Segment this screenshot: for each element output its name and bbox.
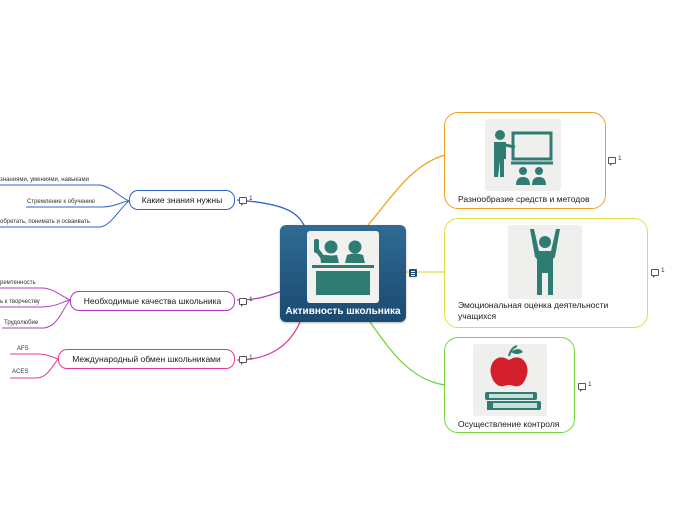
comment-icon <box>239 356 247 365</box>
node-methods-label: Разнообразие средств и методов <box>458 194 590 204</box>
leaf-line-blue-2 <box>26 200 130 208</box>
link-green <box>369 321 446 386</box>
leaf-line-purple-1 <box>0 287 71 301</box>
classroom-icon <box>307 231 379 303</box>
leaf-line-blue-1 <box>0 184 130 202</box>
notes-list-icon[interactable] <box>409 269 417 277</box>
person-arms-raised-icon <box>508 225 582 299</box>
branch-student-qualities[interactable]: Необходимые качества школьника <box>70 291 235 311</box>
comment-marker[interactable]: 1 <box>651 267 671 278</box>
branch-international-exchange[interactable]: Международный обмен школьниками <box>58 349 235 369</box>
leaf-line-magenta-1 <box>10 353 59 360</box>
teacher-board-icon <box>485 119 561 191</box>
link-blue <box>236 199 306 228</box>
leaf-aces[interactable]: ACES <box>12 369 29 375</box>
leaf-line-magenta-2 <box>10 358 59 379</box>
branch-knowledge-needed[interactable]: Какие знания нужны <box>129 190 235 210</box>
leaf-line-blue-3 <box>0 200 130 228</box>
leaf-diligence[interactable]: Трудолюбие <box>4 320 39 326</box>
leaf-acquire-understand[interactable]: обретать, понимать и осваивать <box>0 219 90 225</box>
comment-marker[interactable]: 1 <box>239 296 259 307</box>
leaf-knowledge-skills[interactable]: знаниями, умениями, навыками <box>0 177 89 183</box>
node-methods[interactable]: Разнообразие средств и методов <box>444 112 606 209</box>
comment-icon <box>608 157 616 166</box>
node-control-label: Осуществление контроля <box>458 419 560 429</box>
link-orange <box>367 154 446 226</box>
comment-marker[interactable]: 1 <box>239 354 259 365</box>
leaf-desire-to-learn[interactable]: Стремление к обучению <box>27 199 95 205</box>
leaf-line-purple-2 <box>0 299 71 308</box>
apple-books-icon <box>473 344 547 416</box>
leaf-afs[interactable]: AFS <box>17 346 29 352</box>
central-topic-node[interactable]: Активность школьника <box>280 225 406 322</box>
comment-icon <box>578 383 586 392</box>
comment-icon <box>651 269 659 278</box>
comment-marker[interactable]: 1 <box>578 381 598 392</box>
comment-icon <box>239 197 247 206</box>
node-emotional-evaluation[interactable]: Эмоциональная оценка деятельности учащих… <box>444 218 648 328</box>
node-emotional-evaluation-label: Эмоциональная оценка деятельности учащих… <box>458 300 609 321</box>
central-topic-title: Активность школьника <box>285 306 401 317</box>
comment-marker[interactable]: 1 <box>608 155 628 166</box>
comment-marker[interactable]: 1 <box>239 195 259 206</box>
comment-icon <box>239 298 247 307</box>
node-control[interactable]: Осуществление контроля <box>444 337 575 433</box>
leaf-purposefulness[interactable]: ремтенность <box>0 280 36 286</box>
leaf-creativity[interactable]: ь к творчеству <box>0 299 40 305</box>
leaf-line-purple-3 <box>2 299 71 329</box>
